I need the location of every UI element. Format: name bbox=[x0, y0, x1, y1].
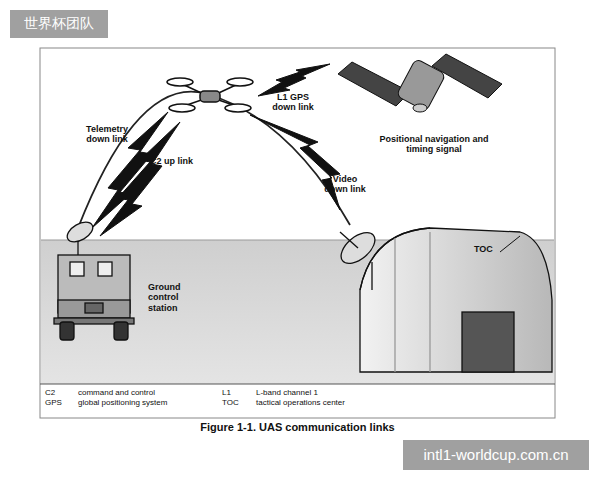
signal-bolts bbox=[92, 64, 340, 236]
gps-satellite bbox=[338, 54, 502, 112]
legend-meaning: global positioning system bbox=[78, 398, 167, 407]
link-label: Telemetry down link bbox=[78, 124, 136, 145]
figure-frame bbox=[40, 48, 555, 418]
uav-drone bbox=[167, 78, 253, 112]
toc-building bbox=[336, 227, 552, 372]
legend-abbrev: C2 bbox=[45, 388, 55, 397]
legend-abbrev: GPS bbox=[45, 398, 62, 407]
link-label: Video down link bbox=[322, 174, 368, 195]
watermark: intl1-worldcup.com.cn bbox=[406, 446, 586, 463]
link-label: L1 GPS down link bbox=[268, 92, 318, 113]
legend-abbrev: TOC bbox=[222, 398, 239, 407]
legend-meaning: command and control bbox=[78, 388, 155, 397]
flight-arc bbox=[78, 92, 350, 228]
site-label: TOC bbox=[474, 244, 493, 254]
legend-rule bbox=[40, 384, 555, 385]
figure-caption: Figure 1-1. UAS communication links bbox=[40, 421, 555, 434]
link-label: C2 up link bbox=[150, 156, 193, 166]
watermark-box bbox=[403, 440, 589, 470]
legend-abbrev: L1 bbox=[222, 388, 231, 397]
watermark-box bbox=[10, 10, 108, 38]
watermark: 世界杯团队 bbox=[14, 15, 104, 31]
link-label: Positional navigation and timing signal bbox=[374, 134, 494, 155]
site-label: Ground control station bbox=[148, 282, 200, 313]
legend-meaning: L-band channel 1 bbox=[256, 388, 318, 397]
toc-leader bbox=[500, 236, 520, 252]
legend-meaning: tactical operations center bbox=[256, 398, 345, 407]
ground-control-truck bbox=[54, 218, 134, 340]
